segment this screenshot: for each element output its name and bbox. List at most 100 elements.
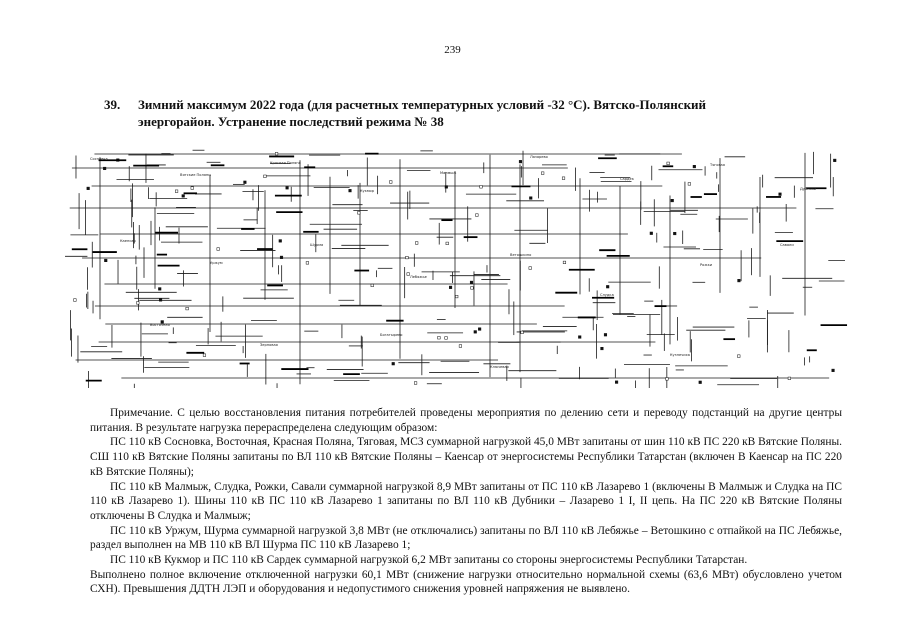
substation-label: Уржум (210, 261, 223, 265)
breaker-symbol (437, 336, 441, 340)
note-text: Примечание. С целью восстановления питан… (90, 406, 842, 597)
breaker-symbol (415, 241, 419, 245)
substation-label: Тяговая (709, 163, 725, 167)
breaker-symbol (73, 298, 77, 302)
substation-label: Рожки (700, 263, 713, 267)
breaker-symbol (475, 213, 479, 217)
breaker-symbol (357, 211, 361, 215)
breaker-symbol (455, 295, 459, 299)
breaker-symbol (285, 186, 289, 190)
breaker-symbol (305, 261, 309, 265)
breaker-symbol (159, 298, 163, 302)
breaker-symbol (445, 241, 449, 245)
substation-label: Восточная (150, 323, 170, 327)
breaker-symbol (479, 185, 483, 189)
substation-label: Зерновая (260, 343, 278, 347)
breaker-symbol (649, 231, 653, 235)
substation-label: Каенсар (120, 239, 136, 243)
breaker-symbol (414, 381, 418, 385)
breaker-symbol (578, 335, 582, 339)
substation-label: Вятские Поляны (180, 173, 211, 177)
breaker-symbol (243, 180, 247, 184)
breaker-symbol (473, 330, 477, 334)
note-paragraph-6: Выполнено полное включение отключенной н… (90, 568, 842, 596)
heading-number: 39. (104, 97, 121, 112)
breaker-symbol (405, 256, 409, 260)
breaker-symbol (469, 280, 474, 284)
breaker-symbol (185, 307, 189, 311)
substation-label: Сардек (620, 177, 635, 181)
substation-label: Ветошкино (510, 253, 531, 257)
breaker-symbol (603, 333, 608, 337)
breaker-symbol (778, 192, 782, 196)
breaker-symbol (615, 380, 619, 384)
breaker-symbol (444, 185, 448, 189)
breaker-symbol (670, 199, 674, 203)
substation-label: Лазарево (530, 155, 548, 159)
substation-label: Кузнечиха (670, 353, 690, 357)
breaker-symbol (202, 353, 207, 357)
substation-label: Богатырево (380, 333, 403, 337)
breaker-symbol (216, 247, 220, 251)
breaker-symbol (103, 166, 107, 171)
substation-label: Савали (780, 243, 794, 247)
breaker-symbol (181, 194, 185, 198)
breaker-symbol (737, 354, 741, 358)
breaker-symbol (449, 285, 453, 289)
breaker-symbol (86, 186, 90, 190)
note-paragraph-1: Примечание. С целью восстановления питан… (90, 407, 842, 434)
breaker-symbol (389, 180, 393, 184)
section-heading: 39. Зимний максимум 2022 года (для расчет… (104, 96, 804, 130)
breaker-symbol (518, 160, 523, 164)
breaker-symbol (692, 165, 696, 169)
breaker-symbol (787, 376, 791, 380)
breaker-symbol (528, 266, 532, 270)
breaker-symbol (263, 174, 267, 178)
breaker-symbol (391, 362, 395, 366)
breaker-symbol (158, 287, 162, 291)
substation-label: Дубники (800, 187, 817, 191)
breaker-symbol (370, 283, 374, 287)
breaker-symbol (561, 176, 566, 180)
breaker-symbol (160, 320, 164, 324)
breaker-symbol (529, 196, 533, 200)
substation-label: Слудка (600, 293, 614, 297)
breaker-symbol (278, 239, 282, 243)
heading-line-2: энергорайон. Устранение последствий режи… (138, 114, 444, 129)
breaker-symbol (673, 231, 677, 236)
substation-label: Красная Поляна (270, 161, 301, 165)
breaker-symbol (104, 258, 108, 262)
substation-label: Лебяжье (410, 275, 428, 279)
substation-label: Кукмор (360, 189, 375, 193)
breaker-symbol (541, 171, 545, 175)
breaker-symbol (606, 285, 610, 289)
note-paragraph-5: ПС 110 кВ Кукмор и ПС 110 кВ Сардек сумм… (110, 554, 748, 567)
substation-label: Шурма (310, 243, 323, 247)
breaker-symbol (348, 189, 352, 193)
breaker-symbol (458, 344, 462, 348)
breaker-symbol (600, 346, 604, 351)
note-paragraph-4: ПС 110 кВ Уржум, Шурма суммарной нагрузк… (90, 524, 842, 552)
page-number: 239 (444, 44, 461, 56)
note-paragraph-3: ПС 110 кВ Малмыж, Слудка, Рожки, Савали … (90, 480, 842, 522)
breaker-symbol (665, 377, 669, 381)
breaker-symbol (831, 368, 835, 372)
breaker-symbol (406, 272, 410, 276)
breaker-symbol (175, 189, 179, 193)
breaker-symbol (136, 301, 140, 305)
breaker-symbol (687, 182, 691, 186)
breaker-symbol (279, 255, 284, 259)
note-paragraph-2: ПС 110 кВ Сосновка, Восточная, Красная П… (90, 436, 842, 478)
substation-label: Сосновка (90, 157, 108, 161)
breaker-symbol (190, 186, 194, 190)
breaker-symbol (520, 330, 524, 334)
substation-label: Ключевая (490, 365, 509, 369)
breaker-symbol (470, 286, 474, 290)
heading-line-1: Зимний максимум 2022 года (для расчетных… (138, 97, 707, 112)
breaker-symbol (666, 161, 670, 165)
substation-label: Малмыж (440, 171, 457, 175)
breaker-symbol (833, 158, 837, 162)
breaker-symbol (562, 260, 567, 264)
